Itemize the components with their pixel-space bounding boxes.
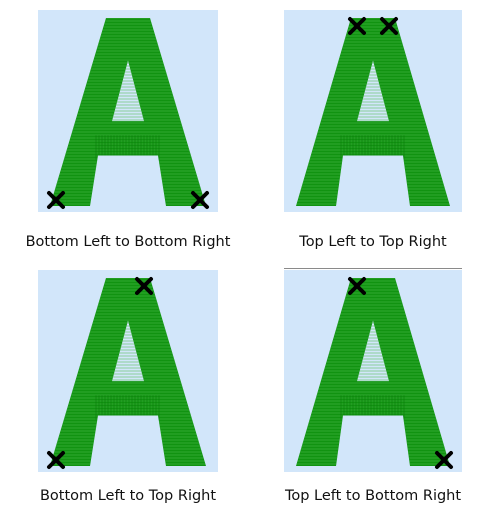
option-caption: Bottom Left to Top Right	[8, 488, 248, 504]
stitch-preview-panel[interactable]	[38, 270, 218, 472]
letter-a-stitches	[38, 278, 218, 466]
option-caption: Top Left to Top Right	[253, 234, 486, 250]
stitch-preview-panel[interactable]	[284, 10, 462, 212]
letter-a-stitch-preview	[38, 10, 218, 212]
letter-a-stitch-preview	[38, 270, 218, 472]
letter-a-stitch-preview	[284, 270, 462, 472]
stitch-preview-panel[interactable]	[38, 10, 218, 212]
stitch-preview-panel[interactable]	[284, 270, 462, 472]
option-caption: Bottom Left to Bottom Right	[8, 234, 248, 250]
option-caption: Top Left to Bottom Right	[253, 488, 486, 504]
letter-a-stitches	[284, 18, 462, 206]
letter-a-stitch-preview	[284, 10, 462, 212]
divider-line	[284, 268, 462, 269]
letter-a-stitches	[284, 278, 462, 466]
letter-a-stitches	[38, 18, 218, 206]
